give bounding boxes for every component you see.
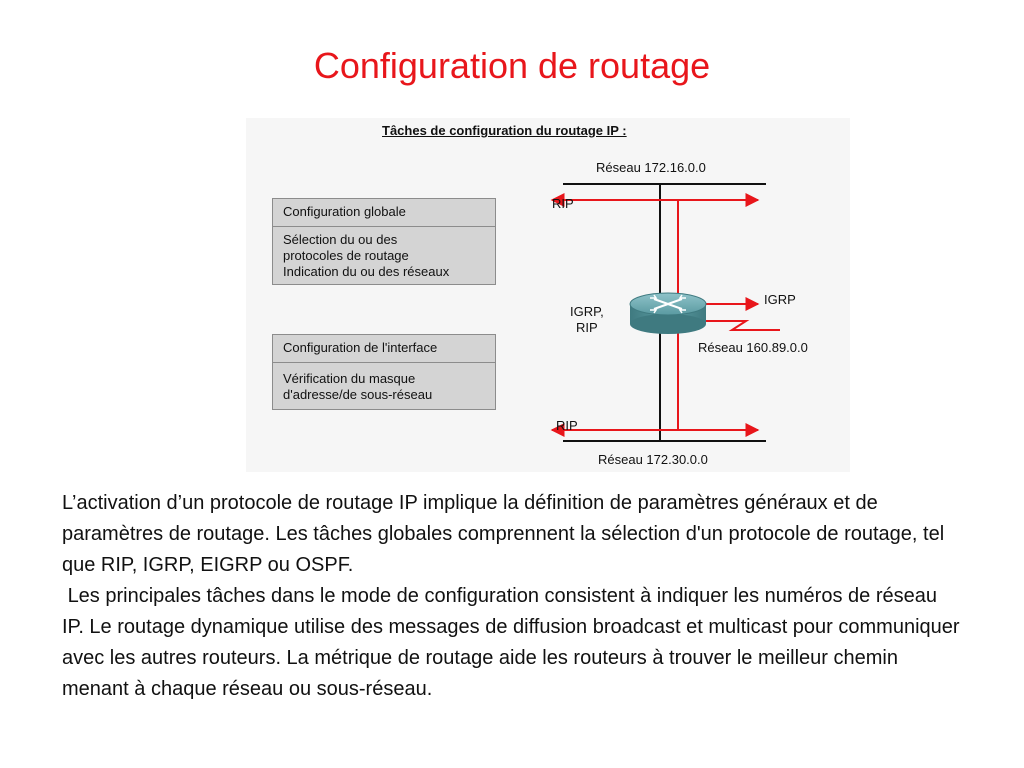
- global-config-header: Configuration globale: [273, 199, 495, 227]
- routing-diagram: Tâches de configuration du routage IP : …: [246, 118, 850, 472]
- network-label-top: Réseau 172.16.0.0: [596, 160, 706, 175]
- global-config-line: protocoles de routage: [283, 248, 409, 263]
- global-config-box: Configuration globale Sélection du ou de…: [272, 198, 496, 285]
- global-config-line: Indication du ou des réseaux: [283, 264, 450, 279]
- global-config-line: Sélection du ou des: [283, 232, 398, 247]
- rip-label-bottom: RIP: [556, 418, 578, 433]
- network-label-bottom: Réseau 172.30.0.0: [598, 452, 708, 467]
- network-label-right: Réseau 160.89.0.0: [698, 340, 808, 355]
- serial-link: [706, 320, 780, 331]
- interface-config-box: Configuration de l'interface Vérificatio…: [272, 334, 496, 410]
- router-protocol-label-2: RIP: [576, 320, 598, 335]
- body-paragraph-2: Les principales tâches dans le mode de c…: [62, 585, 966, 700]
- diagram-graphics: [550, 183, 780, 442]
- router-protocol-label-1: IGRP,: [570, 304, 604, 319]
- body-paragraph-1: L’activation d’un protocole de routage I…: [62, 492, 945, 576]
- interface-config-line: d'adresse/de sous-réseau: [283, 387, 433, 402]
- igrp-label: IGRP: [764, 292, 796, 307]
- interface-config-line: Vérification du masque: [283, 371, 416, 386]
- slide-title: Configuration de routage: [313, 45, 711, 86]
- router-icon: [629, 292, 707, 334]
- rip-label-top: RIP: [552, 196, 574, 211]
- diagram-heading: Tâches de configuration du routage IP :: [382, 123, 627, 138]
- interface-config-header: Configuration de l'interface: [273, 335, 495, 363]
- body-text: L’activation d’un protocole de routage I…: [62, 488, 962, 705]
